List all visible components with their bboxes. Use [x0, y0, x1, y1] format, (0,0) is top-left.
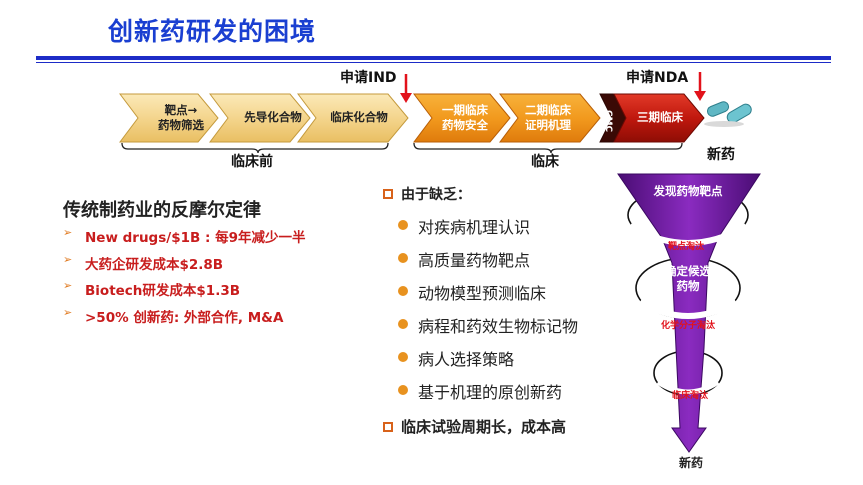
- lack-list: 对疾病机理认识 高质量药物靶点 动物模型预测临床 病程和药效生物标记物 病人选择…: [398, 214, 578, 412]
- dot-bullet-icon: [398, 286, 408, 296]
- stage-phase1-label: 一期临床 药物安全: [432, 103, 498, 133]
- pill-icon: [704, 100, 753, 127]
- square-bullet-icon: [383, 189, 393, 199]
- lack-item: 动物模型预测临床: [398, 280, 578, 313]
- arrow-bullet-icon: ➢: [63, 279, 72, 292]
- funnel-stage-candidate: 确定候选 药物: [658, 264, 718, 294]
- law-item: ➢大药企研发成本$2.8B: [63, 253, 305, 280]
- arrow-bullet-icon: ➢: [63, 306, 72, 319]
- nda-label: 申请NDA: [626, 67, 688, 87]
- stage-lead-label: 先导化合物: [236, 110, 310, 125]
- title-rule: [36, 56, 831, 60]
- lack-item: 高质量药物靶点: [398, 247, 578, 280]
- funnel-stage-target: 发现药物靶点: [648, 184, 728, 199]
- lack-item: 病程和药效生物标记物: [398, 313, 578, 346]
- stage-clinical-compound-label: 临床化合物: [322, 110, 396, 125]
- nda-arrow: [694, 72, 706, 101]
- law-title: 传统制药业的反摩尔定律: [63, 196, 261, 222]
- ind-arrow: [400, 74, 412, 103]
- funnel-drop-chemical: 化学分子淘汰: [661, 318, 715, 331]
- page-title: 创新药研发的困境: [108, 12, 316, 48]
- dot-bullet-icon: [398, 385, 408, 395]
- clinical-label: 临床: [531, 151, 559, 171]
- cmc-label: CMC: [602, 100, 614, 142]
- new-drug-label: 新药: [707, 144, 735, 164]
- arrow-bullet-icon: ➢: [63, 253, 72, 266]
- lack-heading: 由于缺乏：: [383, 184, 471, 204]
- dot-bullet-icon: [398, 253, 408, 263]
- funnel-end-label: 新药: [679, 454, 703, 471]
- arrow-bullet-icon: ➢: [63, 226, 72, 239]
- law-list: ➢New drugs/$1B : 每9年减少一半 ➢大药企研发成本$2.8B ➢…: [63, 226, 305, 332]
- dot-bullet-icon: [398, 319, 408, 329]
- funnel-drop-clinical: 临床淘汰: [672, 388, 708, 401]
- dot-bullet-icon: [398, 352, 408, 362]
- lack-item: 病人选择策略: [398, 346, 578, 379]
- lack-item: 对疾病机理认识: [398, 214, 578, 247]
- preclinical-label: 临床前: [231, 151, 273, 171]
- lack-item: 基于机理的原创新药: [398, 379, 578, 412]
- funnel-drop-target: 靶点淘汰: [668, 239, 704, 252]
- square-bullet-icon: [383, 422, 393, 432]
- dot-bullet-icon: [398, 220, 408, 230]
- ind-label: 申请IND: [340, 67, 397, 87]
- stage-phase2-label: 二期临床 证明机理: [515, 103, 581, 133]
- stage-phase3-label: 三期临床: [628, 110, 692, 125]
- trial-line: 临床试验周期长，成本高: [383, 416, 566, 437]
- law-item: ➢Biotech研发成本$1.3B: [63, 279, 305, 306]
- law-item: ➢New drugs/$1B : 每9年减少一半: [63, 226, 305, 253]
- title-rule-thin: [36, 62, 831, 63]
- law-item: ➢>50% 创新药: 外部合作, M&A: [63, 306, 305, 333]
- stage-target-label: 靶点→ 药物筛选: [150, 103, 212, 133]
